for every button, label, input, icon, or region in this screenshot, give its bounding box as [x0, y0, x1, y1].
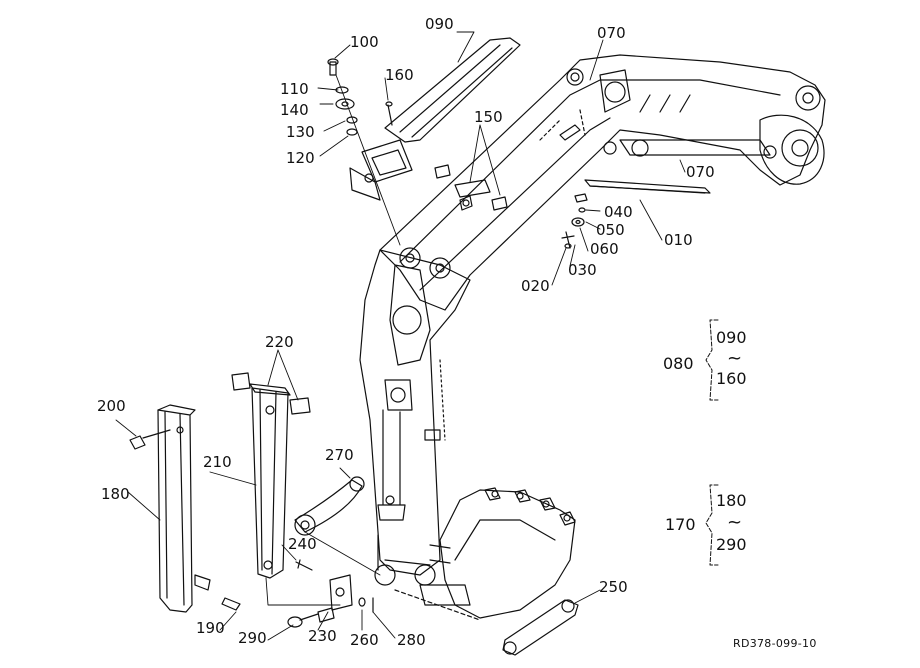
part-270-drawing: [294, 476, 381, 576]
part-number-230: 230: [308, 627, 337, 645]
hardware-stack-drawing: [327, 58, 401, 246]
part-number-240: 240: [288, 535, 317, 553]
group-range-end-290: 290: [716, 535, 747, 554]
part-210-drawing: [231, 372, 341, 606]
part-number-100: 100: [350, 33, 379, 51]
part-number-160: 160: [385, 66, 414, 84]
part-number-070: 070: [597, 24, 626, 42]
part-090-drawing: [349, 37, 521, 201]
bucket-drawing: [394, 487, 576, 621]
part-number-060: 060: [590, 240, 619, 258]
group-range-start-090: 090: [716, 328, 747, 347]
part-number-090: 090: [425, 15, 454, 33]
part-number-140: 140: [280, 101, 309, 119]
arm-drawing: [359, 247, 471, 586]
part-number-150: 150: [474, 108, 503, 126]
part-number-190: 190: [196, 619, 225, 637]
part-number-280: 280: [397, 631, 426, 649]
part-number-110: 110: [280, 80, 309, 98]
part-number-020: 020: [521, 277, 550, 295]
part-number-220: 220: [265, 333, 294, 351]
part-number-120: 120: [286, 149, 315, 167]
part-number-130: 130: [286, 123, 315, 141]
part-250-drawing: [502, 599, 579, 656]
part-number-290: 290: [238, 629, 267, 647]
part-010-drawing: [561, 179, 711, 249]
group-range-end-160: 160: [716, 369, 747, 388]
part-number-250: 250: [599, 578, 628, 596]
group-range-separator: ~: [727, 348, 743, 369]
part-150-drawing: [434, 164, 508, 211]
lower-hardware-drawing: [287, 574, 374, 628]
part-number-010: 010: [664, 231, 693, 249]
part-180-drawing: [129, 404, 241, 613]
group-label-170: 170: [665, 515, 696, 534]
part-number-070-right: 070: [686, 163, 715, 181]
part-number-270: 270: [325, 446, 354, 464]
group-label-080: 080: [663, 354, 694, 373]
part-number-260: 260: [350, 631, 379, 649]
part-number-050: 050: [596, 221, 625, 239]
part-number-210: 210: [203, 453, 232, 471]
leader-lines: [115, 31, 686, 641]
part-number-030: 030: [568, 261, 597, 279]
part-number-180: 180: [101, 485, 130, 503]
boom-drawing: [379, 54, 826, 311]
part-number-200: 200: [97, 397, 126, 415]
part-number-040: 040: [604, 203, 633, 221]
group-range-separator: ~: [727, 512, 743, 533]
group-range-start-180: 180: [716, 491, 747, 510]
drawing-reference-number: RD378-099-10: [733, 637, 817, 650]
group-brackets: [705, 319, 719, 566]
